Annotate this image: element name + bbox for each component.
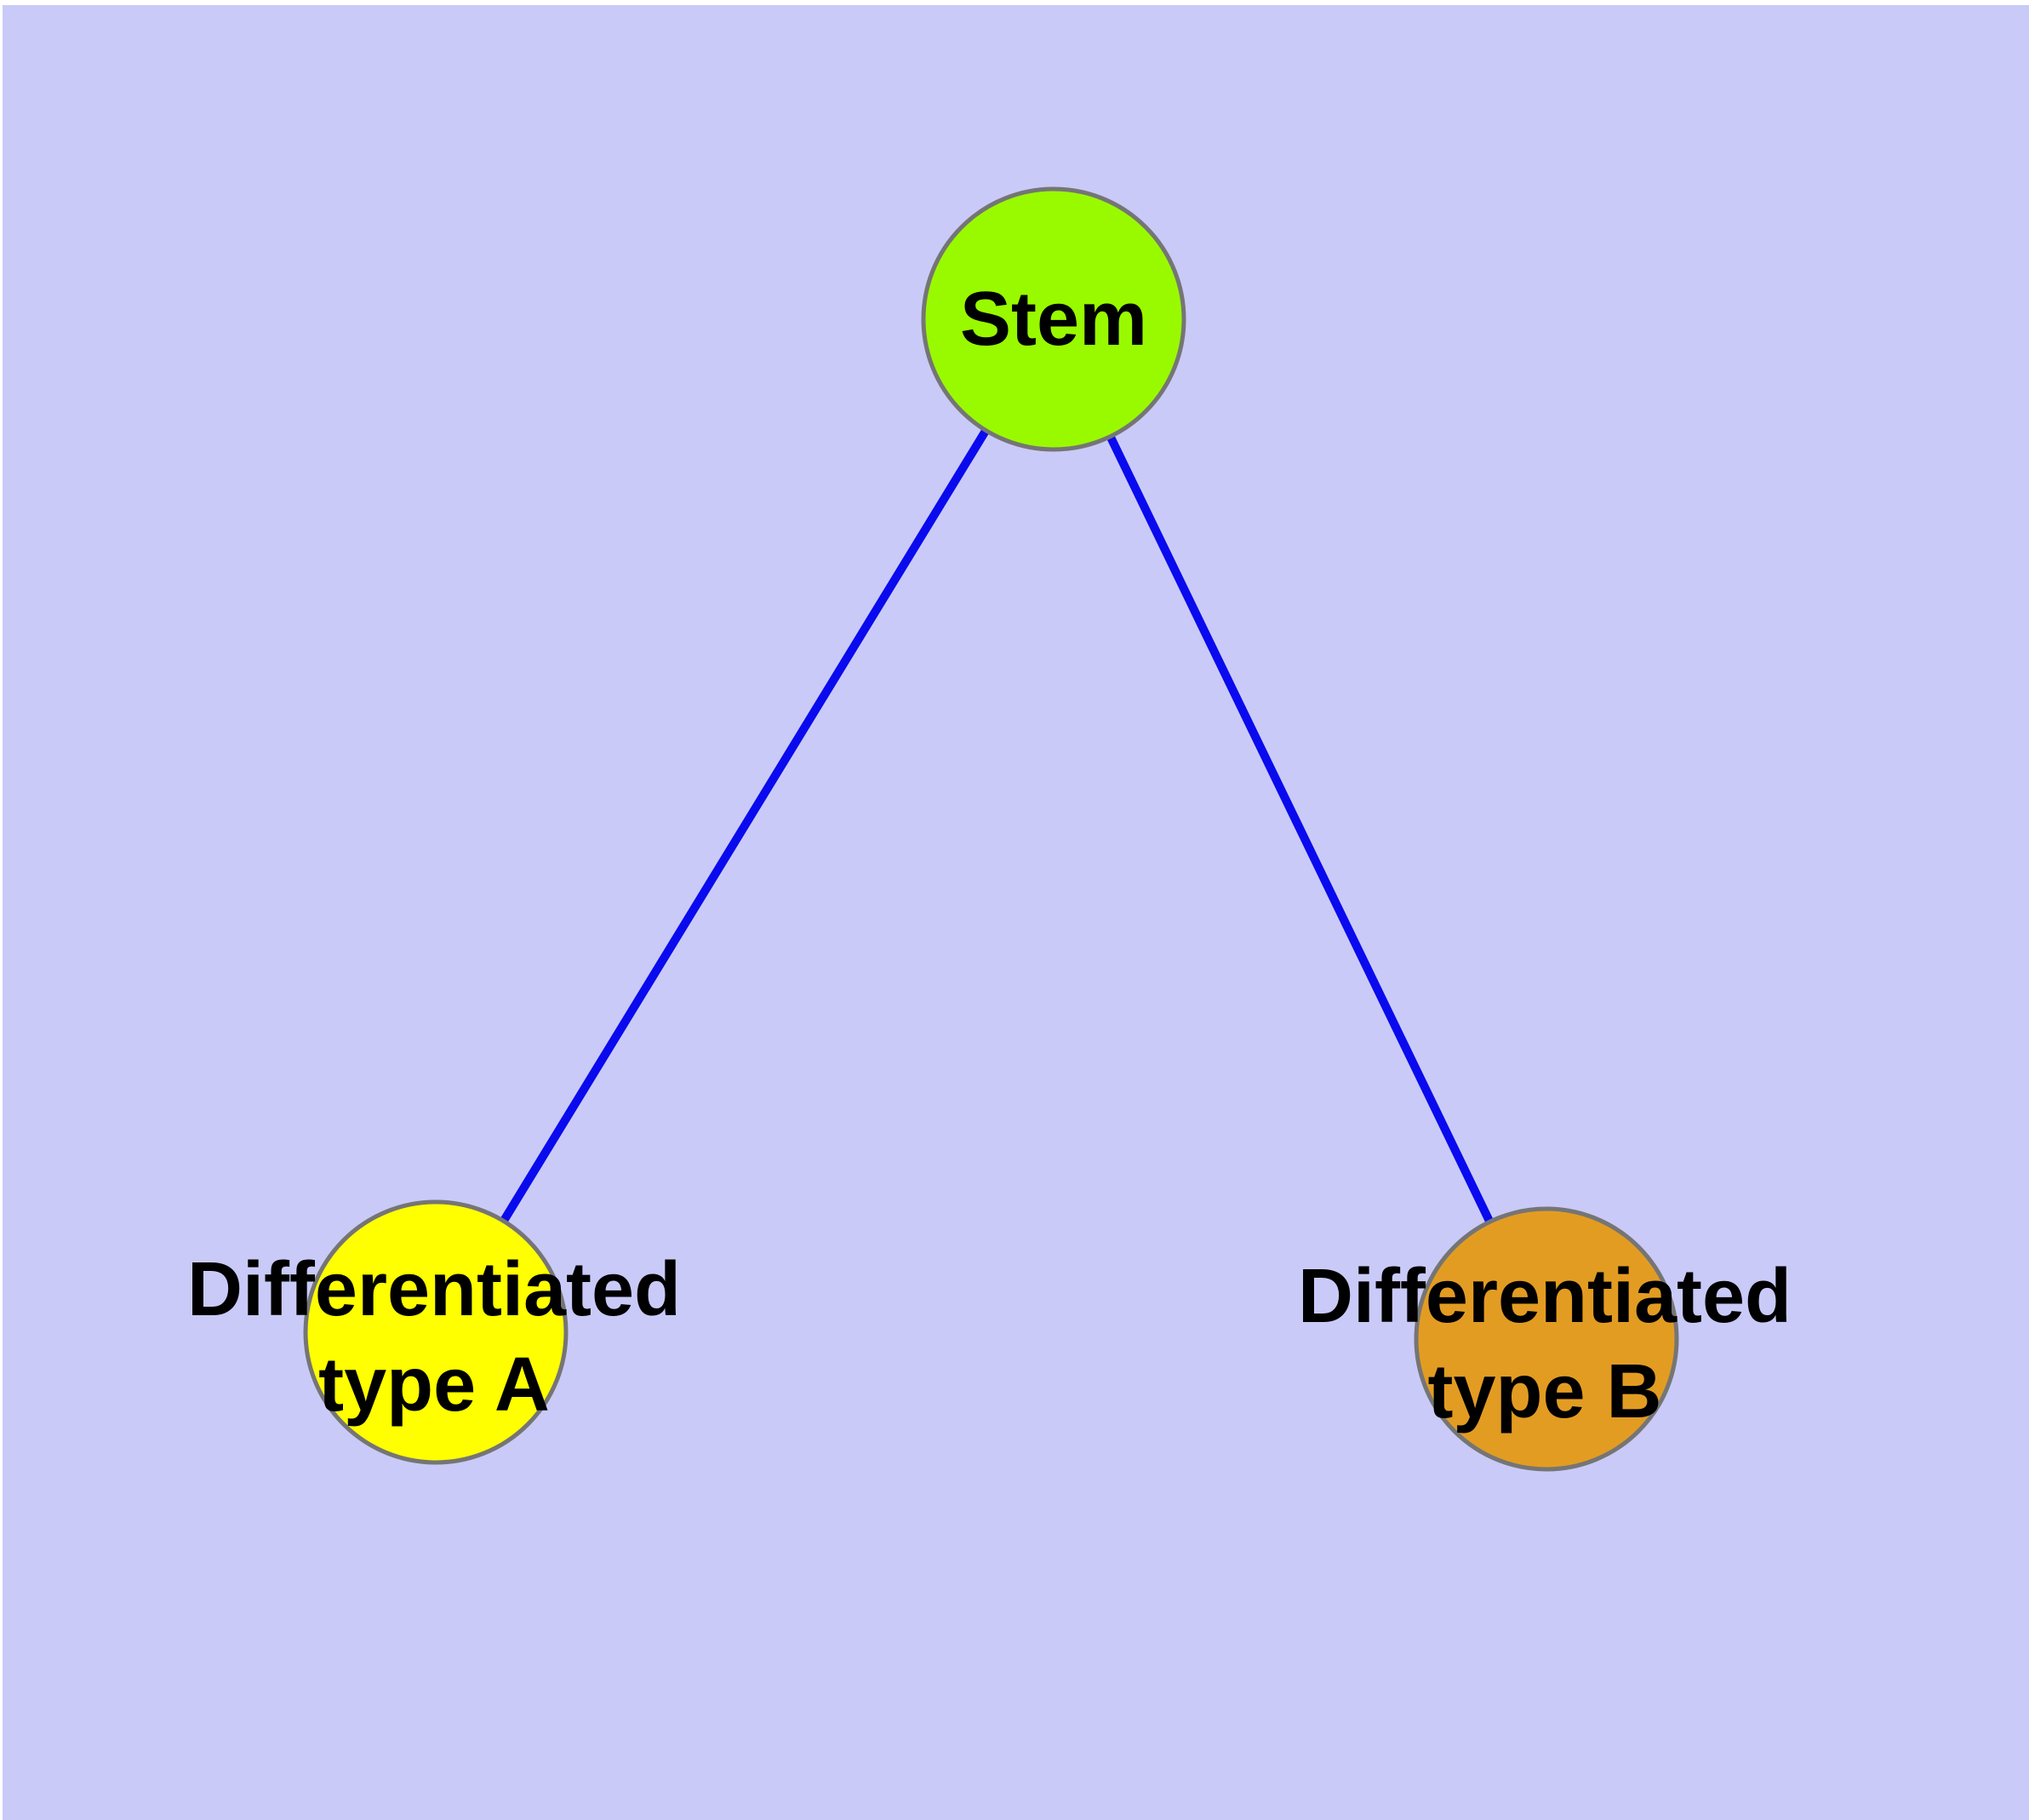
type-a-node-circle bbox=[303, 1199, 569, 1465]
stem-node-circle bbox=[921, 186, 1186, 452]
edge-stem-to-type-a bbox=[432, 317, 1058, 1335]
type-b-node-circle bbox=[1414, 1206, 1679, 1472]
type-b-node-label-line2: type B bbox=[1427, 1349, 1661, 1434]
stem-node-label: Stem bbox=[960, 277, 1147, 362]
type-a-node-label-line1: Differentiated bbox=[187, 1247, 681, 1332]
edge-stem-to-type-b bbox=[1049, 317, 1551, 1342]
type-b-node-label-line1: Differentiated bbox=[1298, 1254, 1792, 1339]
type-a-node-label-line2: type A bbox=[318, 1342, 550, 1428]
